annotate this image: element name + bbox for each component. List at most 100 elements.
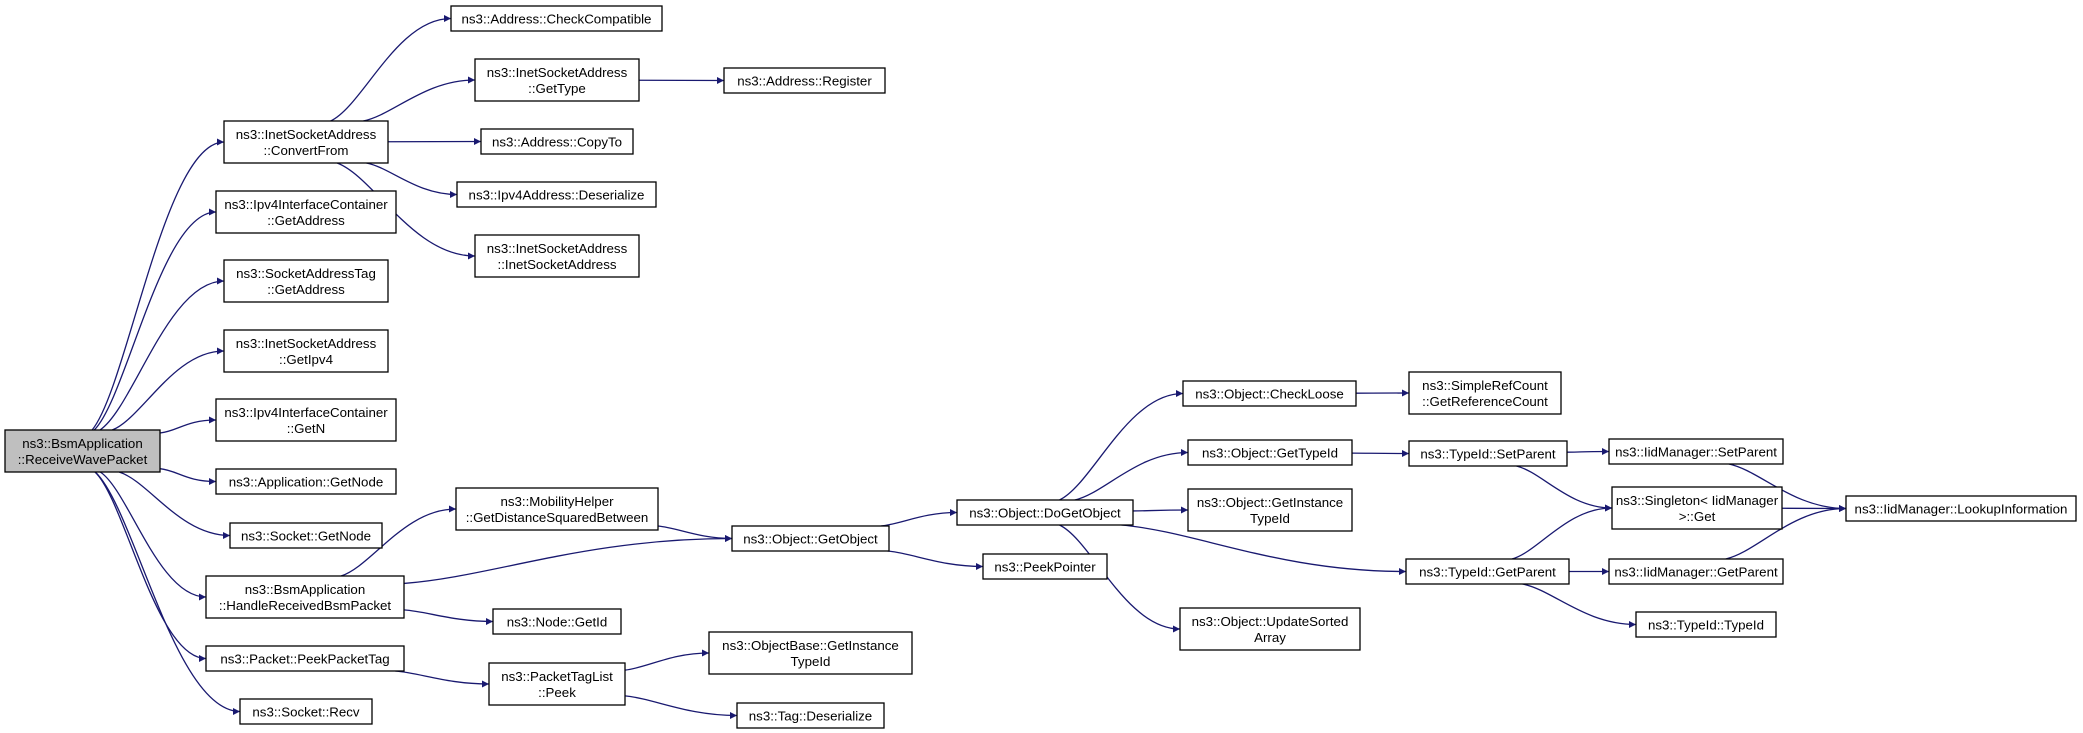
node-tidTypeId[interactable]: ns3::TypeId::TypeId xyxy=(1635,611,1777,638)
node-tagDeserialize[interactable]: ns3::Tag::Deserialize xyxy=(736,702,885,729)
node-box xyxy=(474,58,640,102)
node-label-line: ns3::PeekPointer xyxy=(994,560,1096,575)
edge-line xyxy=(1059,390,1184,501)
node-getN[interactable]: ns3::Ipv4InterfaceContainer::GetN xyxy=(215,398,397,442)
node-lookupInfo[interactable]: ns3::IidManager::LookupInformation xyxy=(1845,495,2077,522)
node-label-line: ns3::Address::CheckCompatible xyxy=(462,12,652,27)
node-label-line: ns3::Object::CheckLoose xyxy=(1195,387,1344,402)
node-iidSetParent[interactable]: ns3::IidManager::SetParent xyxy=(1608,438,1784,465)
edge-line xyxy=(330,15,452,122)
node-ptlPeek[interactable]: ns3::PacketTagList::Peek xyxy=(488,662,626,706)
node-handleBsm[interactable]: ns3::BsmApplication::HandleReceivedBsmPa… xyxy=(205,575,405,619)
node-label-line: ::GetIpv4 xyxy=(279,352,333,367)
edge-line xyxy=(336,162,476,260)
edge-line xyxy=(94,471,241,715)
node-label-line: ::HandleReceivedBsmPacket xyxy=(219,598,392,613)
node-label-line: ::GetDistanceSquaredBetween xyxy=(466,510,649,525)
node-sockGetNode[interactable]: ns3::Socket::GetNode xyxy=(229,522,383,549)
node-peekPacketTag[interactable]: ns3::Packet::PeekPacketTag xyxy=(205,645,405,672)
node-box xyxy=(723,67,886,94)
node-box xyxy=(1845,495,2077,522)
node-box xyxy=(1187,439,1353,466)
node-objGetTypeId[interactable]: ns3::Object::GetTypeId xyxy=(1187,439,1353,466)
node-box xyxy=(480,128,634,155)
node-label-line: ns3::Object::DoGetObject xyxy=(969,506,1121,521)
node-addrRegister[interactable]: ns3::Address::Register xyxy=(723,67,886,94)
node-checkCompatible[interactable]: ns3::Address::CheckCompatible xyxy=(450,5,663,32)
node-box xyxy=(492,608,622,635)
call-edge-root-to-getN xyxy=(159,416,217,434)
node-box xyxy=(455,487,659,531)
node-label-line: ns3::Socket::GetNode xyxy=(241,529,371,544)
node-box xyxy=(1408,440,1568,467)
node-label-line: >::Get xyxy=(1679,509,1716,524)
node-isaCtor[interactable]: ns3::InetSocketAddress::InetSocketAddres… xyxy=(474,234,640,278)
call-edge-doGetObject-to-checkLoose xyxy=(1059,390,1184,501)
node-getDistSq[interactable]: ns3::MobilityHelper::GetDistanceSquaredB… xyxy=(455,487,659,531)
edge-line xyxy=(1522,583,1637,628)
call-edge-tidGetParent-to-singletonGet xyxy=(1511,504,1613,560)
node-checkLoose[interactable]: ns3::Object::CheckLoose xyxy=(1182,380,1357,407)
node-box xyxy=(223,259,389,303)
node-singletonGet[interactable]: ns3::Singleton< IidManager>::Get xyxy=(1611,486,1783,530)
node-box xyxy=(239,698,373,725)
node-label-line: ns3::Ipv4InterfaceContainer xyxy=(224,197,388,212)
node-copyTo[interactable]: ns3::Address::CopyTo xyxy=(480,128,634,155)
node-box xyxy=(1635,611,1777,638)
call-edge-tidSetParent-to-singletonGet xyxy=(1516,465,1613,512)
node-label-line: ns3::TypeId::GetParent xyxy=(1419,565,1556,580)
node-appGetNode[interactable]: ns3::Application::GetNode xyxy=(215,468,397,495)
node-label-line: ns3::InetSocketAddress xyxy=(487,241,628,256)
call-edges xyxy=(91,15,1847,719)
call-edge-tidGetParent-to-tidTypeId xyxy=(1522,583,1637,628)
edge-line xyxy=(159,416,217,434)
node-label-line: ns3::Address::Register xyxy=(737,74,872,89)
node-tidGetParent[interactable]: ns3::TypeId::GetParent xyxy=(1405,558,1570,585)
node-tidSetParent[interactable]: ns3::TypeId::SetParent xyxy=(1408,440,1568,467)
node-box xyxy=(1408,371,1562,415)
node-box xyxy=(223,329,389,373)
node-isaGetType[interactable]: ns3::InetSocketAddress::GetType xyxy=(474,58,640,102)
node-sockRecv[interactable]: ns3::Socket::Recv xyxy=(239,698,373,725)
node-label-line: ns3::Socket::Recv xyxy=(252,705,360,720)
node-doGetObject[interactable]: ns3::Object::DoGetObject xyxy=(956,499,1134,526)
node-label-line: ns3::TypeId::SetParent xyxy=(1420,447,1556,462)
node-label-line: ns3::InetSocketAddress xyxy=(236,336,377,351)
call-edge-convertFrom-to-checkCompatible xyxy=(330,15,452,122)
call-edge-iidGetParent-to-lookupInfo xyxy=(1725,505,1847,560)
node-label-line: ns3::InetSocketAddress xyxy=(487,65,628,80)
node-label-line: ns3::Node::GetId xyxy=(507,615,608,630)
node-label-line: TypeId xyxy=(1250,511,1290,526)
node-label-line: ::GetN xyxy=(287,421,325,436)
node-label-line: ::ConvertFrom xyxy=(264,143,349,158)
node-label-line: ns3::IidManager::SetParent xyxy=(1615,445,1777,460)
node-label-line: ns3::PacketTagList xyxy=(501,669,613,684)
node-label-line: ns3::Tag::Deserialize xyxy=(749,709,872,724)
node-convertFrom[interactable]: ns3::InetSocketAddress::ConvertFrom xyxy=(223,120,389,164)
node-ipv4Deserialize[interactable]: ns3::Ipv4Address::Deserialize xyxy=(456,181,657,208)
node-getIpv4[interactable]: ns3::InetSocketAddress::GetIpv4 xyxy=(223,329,389,373)
node-label-line: ns3::BsmApplication xyxy=(22,436,142,451)
call-edge-tidSetParent-to-iidSetParent xyxy=(1566,448,1610,456)
node-label-line: ::Peek xyxy=(538,685,576,700)
edge-line xyxy=(159,468,217,485)
node-getRefCount[interactable]: ns3::SimpleRefCount::GetReferenceCount xyxy=(1408,371,1562,415)
node-root[interactable]: ns3::BsmApplication::ReceiveWavePacket xyxy=(4,429,161,473)
call-edge-handleBsm-to-nodeGetId xyxy=(403,609,494,625)
node-peekPointer[interactable]: ns3::PeekPointer xyxy=(982,553,1108,580)
node-box xyxy=(205,575,405,619)
node-box xyxy=(215,398,397,442)
node-satGetAddress[interactable]: ns3::SocketAddressTag::GetAddress xyxy=(223,259,389,303)
edge-line xyxy=(118,471,231,539)
call-edge-doGetObject-to-tidGetParent xyxy=(1121,524,1407,575)
node-box xyxy=(4,429,161,473)
node-ipv4GetAddress[interactable]: ns3::Ipv4InterfaceContainer::GetAddress xyxy=(215,190,397,234)
node-label-line: ns3::Packet::PeekPacketTag xyxy=(220,652,389,667)
node-getObject[interactable]: ns3::Object::GetObject xyxy=(731,525,890,552)
node-iidGetParent[interactable]: ns3::IidManager::GetParent xyxy=(1608,558,1784,585)
node-nodeGetId[interactable]: ns3::Node::GetId xyxy=(492,608,622,635)
call-edge-root-to-sockRecv xyxy=(94,471,241,715)
